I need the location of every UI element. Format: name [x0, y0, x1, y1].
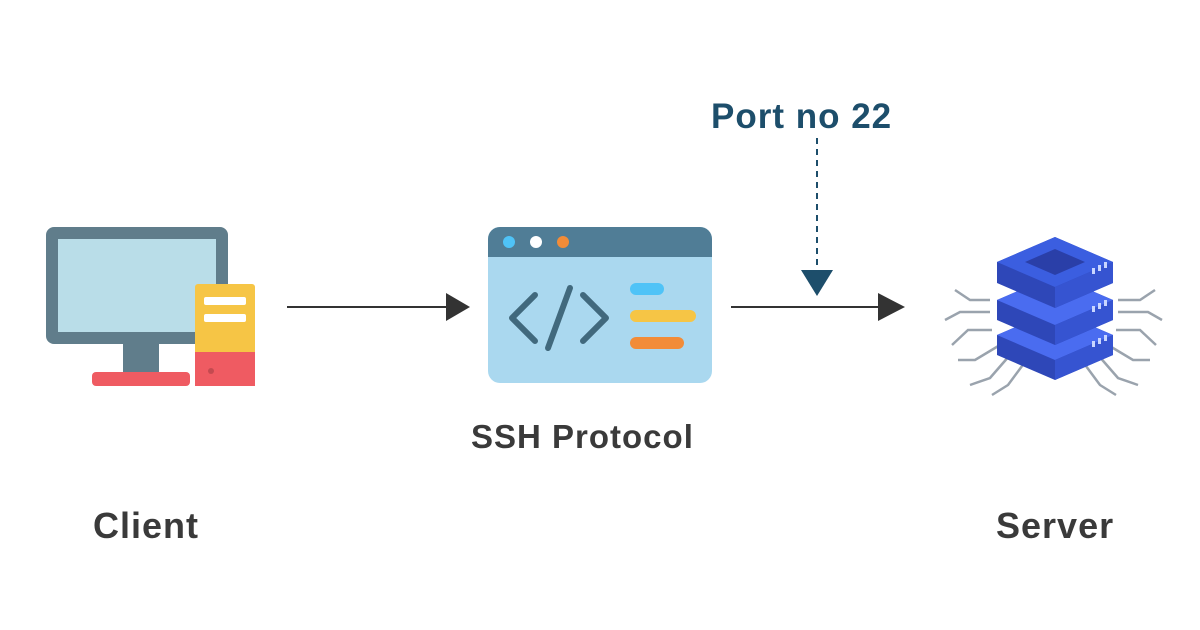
server-stack-icon [944, 237, 1163, 397]
client-computer-icon [46, 227, 255, 386]
code-window-icon [488, 227, 712, 383]
protocol-label: SSH Protocol [471, 418, 694, 455]
port-pointer-arrowhead [801, 270, 833, 296]
server-label: Server [996, 505, 1115, 546]
circuit-lines [944, 288, 1163, 397]
arrowhead-right [878, 293, 905, 321]
arrowhead-left [446, 293, 470, 321]
port-label: Port no 22 [711, 97, 893, 136]
client-label: Client [93, 505, 200, 546]
